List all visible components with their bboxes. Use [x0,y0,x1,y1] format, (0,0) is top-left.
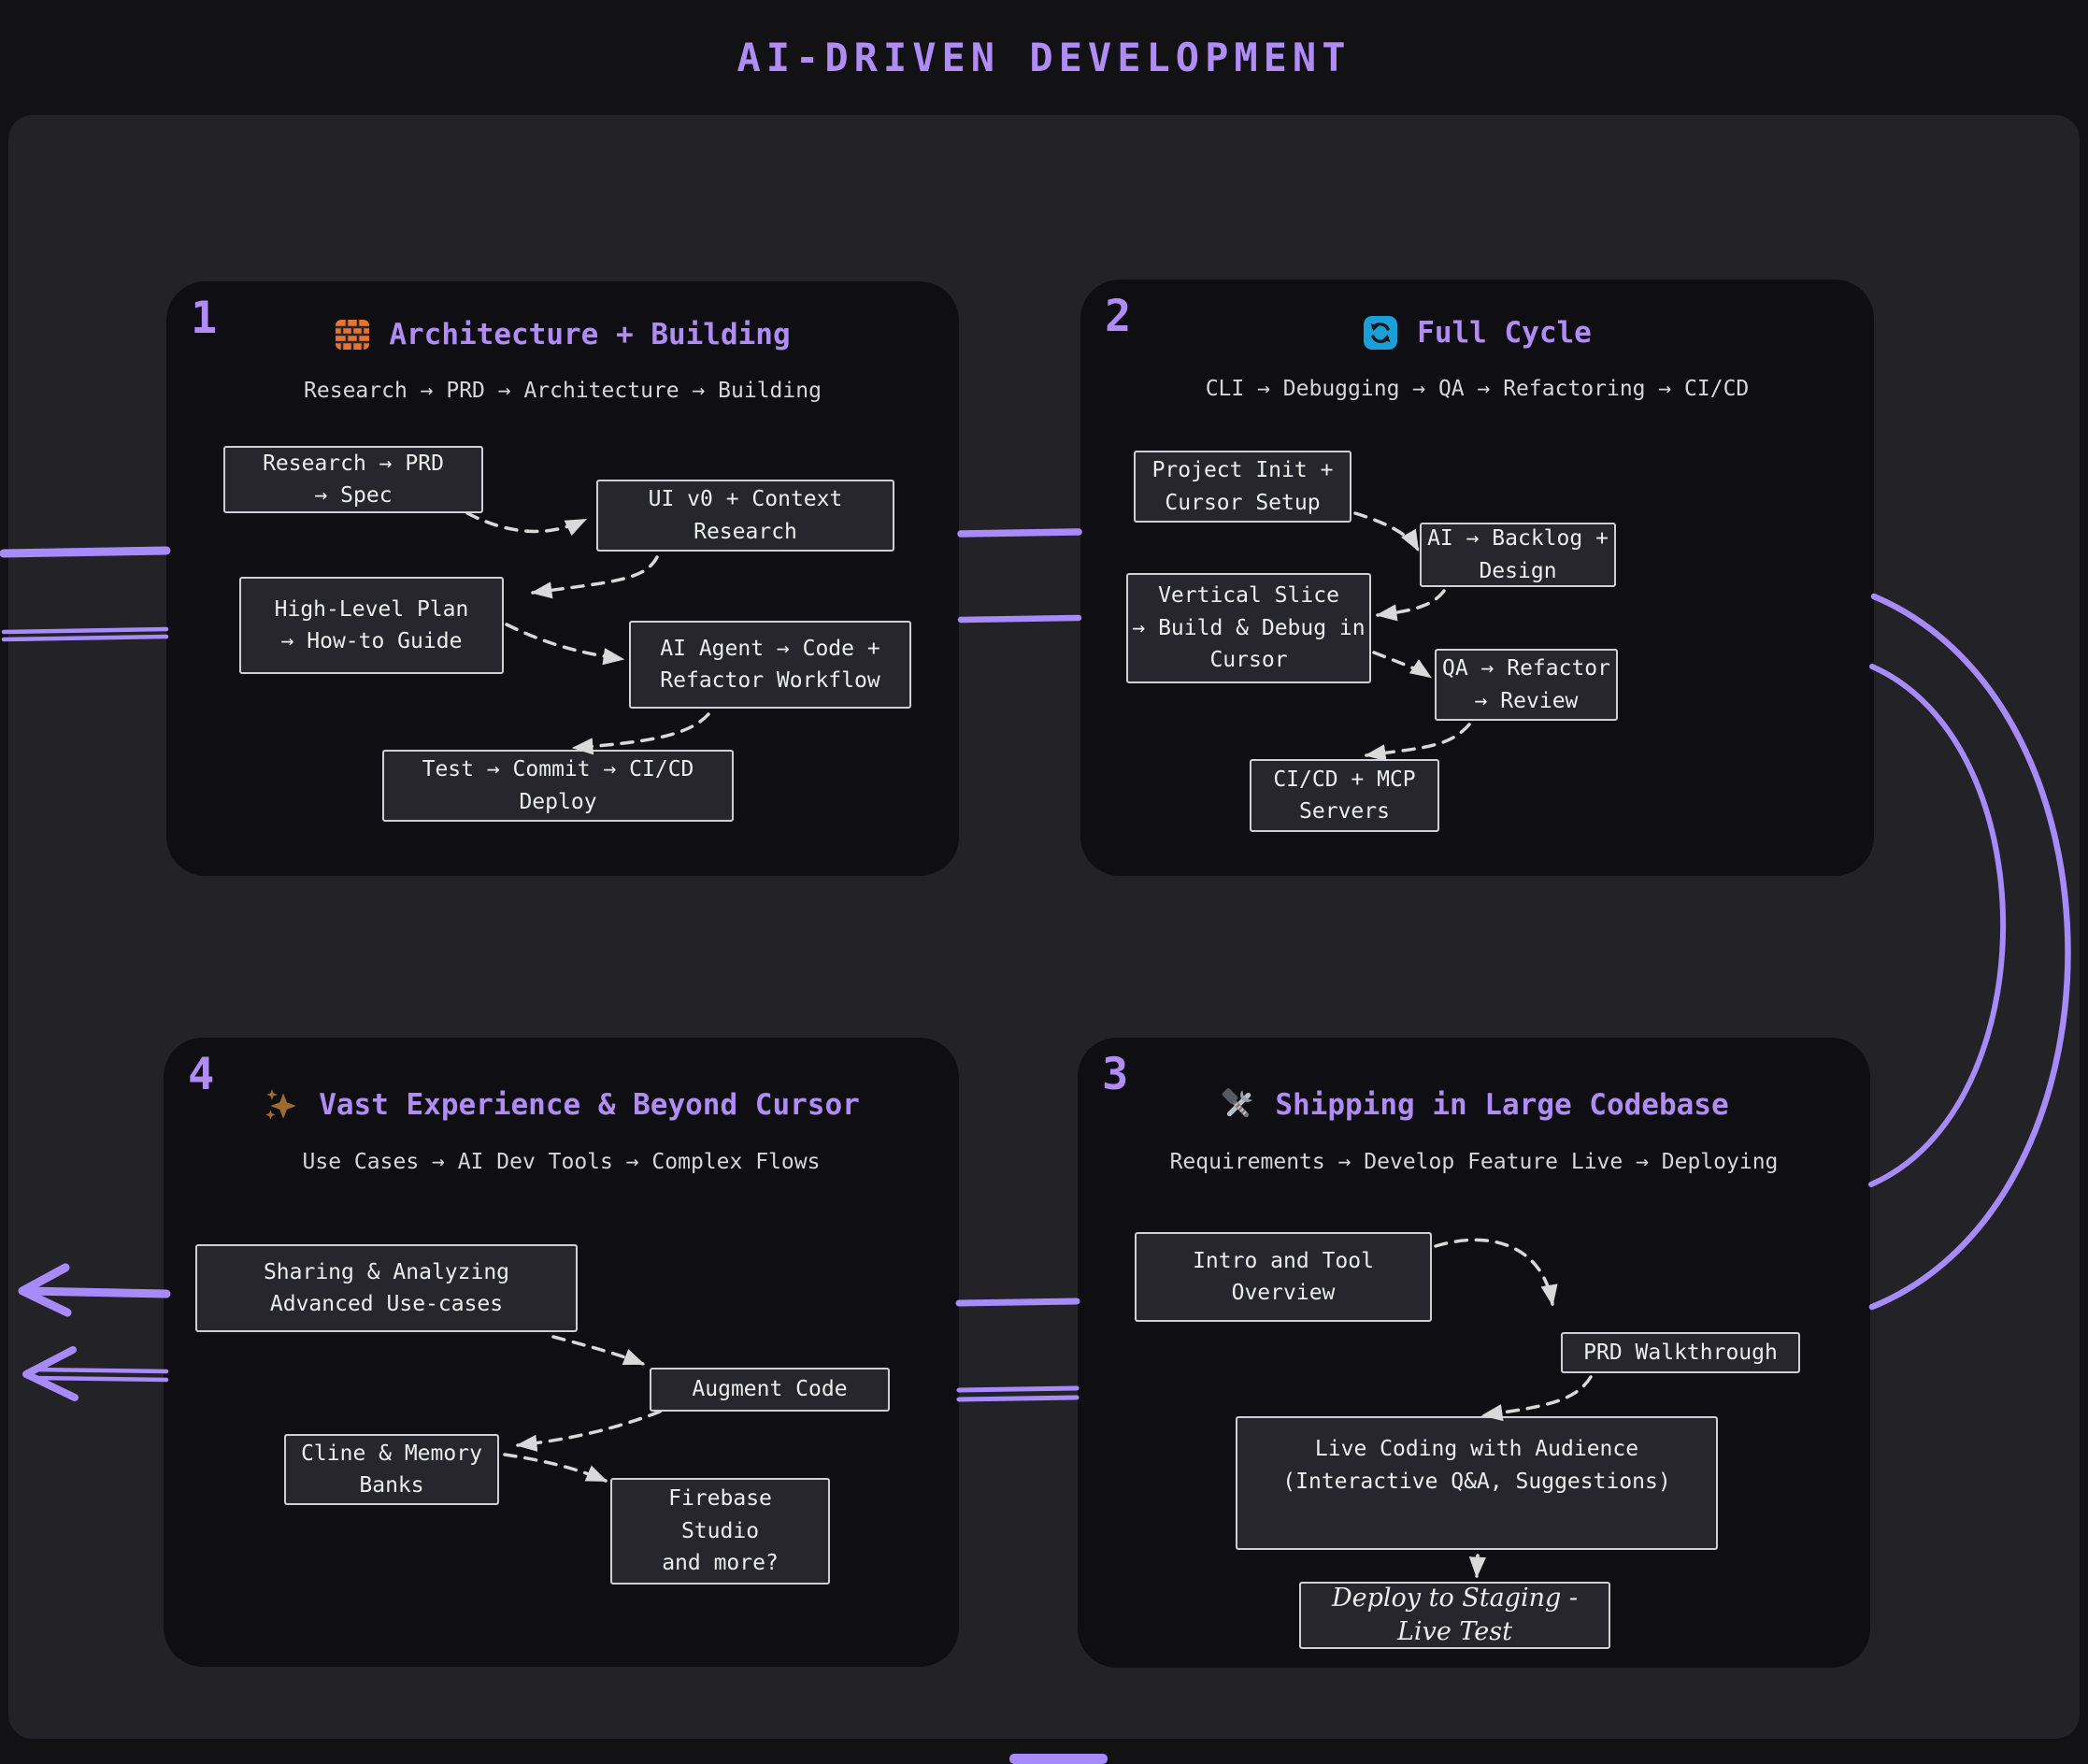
node-sharing-analyzing-use-cases[interactable]: Sharing & Analyzing Advanced Use-cases [195,1244,578,1332]
node-live-coding-audience[interactable]: Live Coding with Audience (Interactive Q… [1236,1416,1718,1550]
node-intro-tool-overview[interactable]: Intro and Tool Overview [1135,1232,1432,1322]
node-high-level-plan[interactable]: High-Level Plan → How-to Guide [239,577,504,674]
node-project-init-cursor-setup[interactable]: Project Init + Cursor Setup [1134,451,1351,523]
panel-title: Shipping in Large Codebase [1275,1088,1729,1122]
panel-subtitle: Requirements → Develop Feature Live → De… [1169,1150,1779,1174]
node-augment-code[interactable]: Augment Code [650,1368,890,1412]
node-test-commit-cicd-deploy[interactable]: Test → Commit → CI/CD Deploy [382,750,734,822]
sparkles-icon [265,1089,296,1120]
panel-vast-experience[interactable]: 4 Vast Experience & Beyond Cursor Use Ca… [164,1038,959,1667]
node-ai-backlog-design[interactable]: AI → Backlog + Design [1420,523,1616,587]
node-qa-refactor-review[interactable]: QA → Refactor → Review [1435,649,1618,721]
panel-header: Full Cycle [1080,315,1874,351]
node-cicd-mcp-servers[interactable]: CI/CD + MCP Servers [1250,759,1439,832]
node-ai-agent-code-refactor[interactable]: AI Agent → Code + Refactor Workflow [629,621,911,709]
node-deploy-staging-live-test[interactable]: Deploy to Staging - Live Test [1299,1582,1610,1649]
panel-number: 1 [191,293,218,344]
node-vertical-slice-build-debug[interactable]: Vertical Slice → Build & Debug in Cursor [1126,573,1371,683]
node-ui-v0-context-research[interactable]: UI v0 + Context Research [596,480,894,552]
cycle-icon [1364,316,1398,350]
panel-header: Architecture + Building [166,317,959,352]
panel-header: Shipping in Large Codebase [1078,1086,1870,1124]
brick-wall-icon [336,320,370,350]
panel-title: Full Cycle [1417,316,1592,350]
clipped-purple-shape[interactable] [1009,1754,1108,1764]
page-title: AI-DRIVEN DEVELOPMENT [737,35,1351,80]
panel-title: Vast Experience & Beyond Cursor [319,1088,860,1122]
panel-number: 2 [1105,291,1132,342]
panel-number: 4 [188,1049,215,1100]
node-research-prd-spec[interactable]: Research → PRD → Spec [223,446,483,513]
panel-subtitle: CLI → Debugging → QA → Refactoring → CI/… [1205,377,1750,401]
panel-header: Vast Experience & Beyond Cursor [164,1086,959,1124]
node-cline-memory-banks[interactable]: Cline & Memory Banks [284,1434,499,1505]
panel-title: Architecture + Building [389,318,791,351]
panel-subtitle: Research → PRD → Architecture → Building [304,379,822,403]
panel-number: 3 [1102,1049,1129,1100]
node-firebase-studio-more[interactable]: Firebase Studio and more? [610,1478,830,1585]
title-bar: AI-DRIVEN DEVELOPMENT [0,0,2088,115]
panel-subtitle: Use Cases → AI Dev Tools → Complex Flows [302,1150,821,1174]
node-prd-walkthrough[interactable]: PRD Walkthrough [1561,1332,1800,1373]
hammer-wrench-icon [1223,1088,1253,1118]
